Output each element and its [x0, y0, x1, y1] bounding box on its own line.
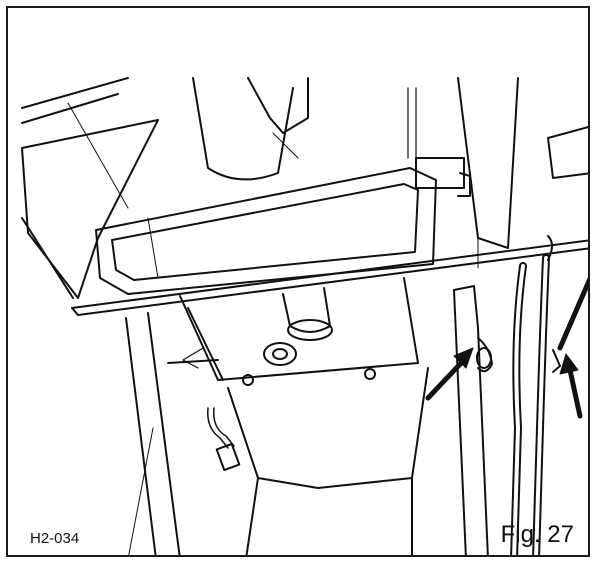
rectangular-tray	[95, 167, 437, 295]
rear-cylinder	[192, 77, 309, 181]
indicator-arrow-left	[425, 347, 474, 401]
cable-conduit	[510, 235, 561, 555]
indicator-arrow-top-right	[557, 276, 588, 351]
figure-frame: H2-034 Fig. 27	[6, 6, 590, 557]
left-wall-panel	[21, 77, 159, 299]
lower-left-column	[125, 312, 219, 555]
technical-illustration	[21, 77, 588, 555]
sensor-bracket	[453, 285, 493, 555]
lower-wire-plug	[207, 407, 241, 472]
right-post	[457, 77, 519, 269]
reference-code: H2-034	[30, 530, 80, 547]
mounting-bracket	[179, 277, 419, 386]
right-upper-block	[547, 126, 588, 179]
center-pipe	[282, 287, 333, 341]
figure-label: Fig. 27	[500, 521, 574, 548]
lower-middle-panel	[227, 367, 429, 555]
indicator-arrow-right	[559, 353, 583, 419]
top-connector	[407, 87, 471, 197]
